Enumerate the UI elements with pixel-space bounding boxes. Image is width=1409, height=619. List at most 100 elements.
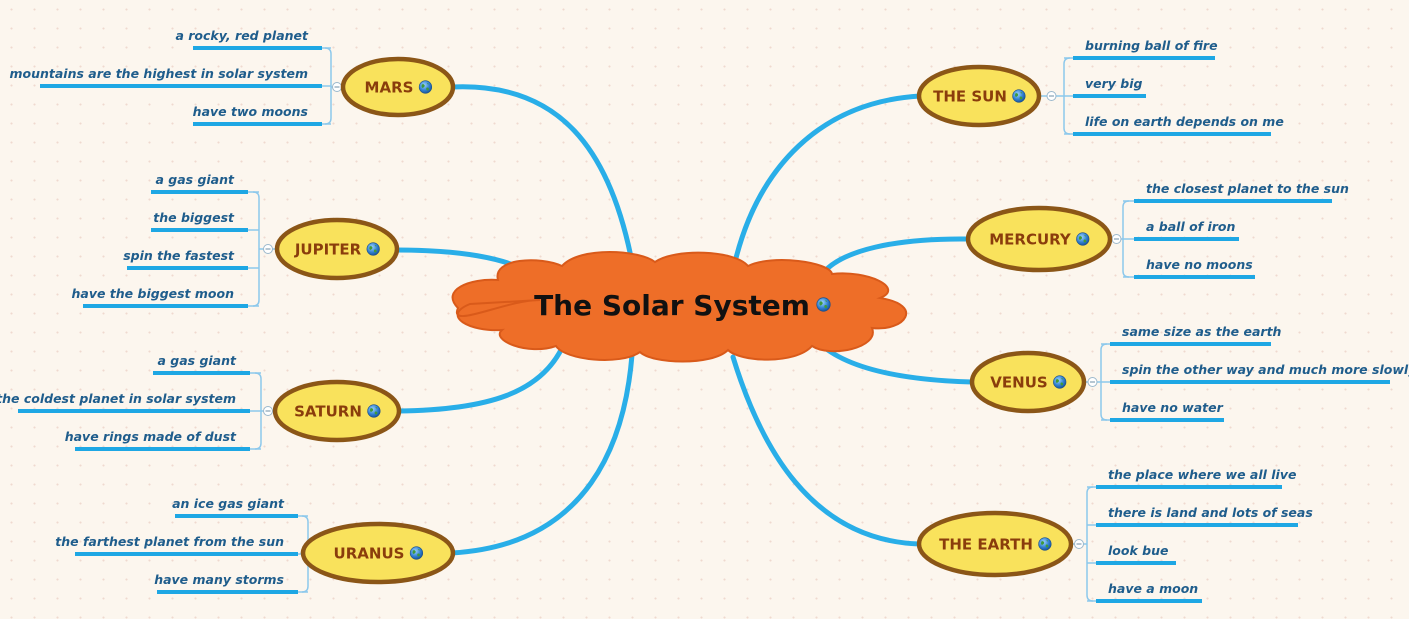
fact-item[interactable]: burning ball of fire <box>1064 38 1218 60</box>
planet-node-saturn[interactable]: SATURN <box>272 379 402 443</box>
fact-item[interactable]: mountains are the highest in solar syste… <box>9 66 331 88</box>
fact-item[interactable]: a rocky, red planet <box>175 28 331 50</box>
fact-underline <box>83 304 248 308</box>
planet-label: MARS <box>365 79 414 97</box>
fact-item[interactable]: spin the other way and much more slowly <box>1101 362 1409 384</box>
planet-label: JUPITER <box>294 241 362 259</box>
fact-item[interactable]: a ball of iron <box>1123 219 1239 241</box>
fact-text: burning ball of fire <box>1085 38 1218 53</box>
planet-node-shape <box>340 56 456 118</box>
fact-text: the coldest planet in solar system <box>0 391 236 406</box>
collapse-toggle-venus[interactable] <box>1087 377 1098 387</box>
fact-underline <box>75 447 250 451</box>
fact-text: spin the other way and much more slowly <box>1122 362 1409 377</box>
facts-mars: a rocky, red planet mountains are the hig… <box>9 28 343 126</box>
fact-item[interactable]: a gas giant <box>151 172 259 194</box>
facts-uranus: an ice gas giant the farthest planet from… <box>55 496 311 594</box>
fact-item[interactable]: same size as the earth <box>1101 324 1282 346</box>
facts-jupiter: a gas giant the biggest spin the fastest ha… <box>72 172 277 308</box>
fact-underline <box>1096 561 1176 565</box>
fact-item[interactable]: spin the fastest <box>123 248 259 270</box>
fact-item[interactable]: the place where we all live <box>1087 467 1296 489</box>
leaves: a rocky, red planet mountains are the hig… <box>0 28 1409 603</box>
fact-item[interactable]: the coldest planet in solar system <box>0 391 261 413</box>
fact-text: have no water <box>1122 400 1224 415</box>
fact-item[interactable]: have rings made of dust <box>65 429 261 451</box>
fact-underline <box>1073 94 1146 98</box>
globe-icon <box>366 242 380 256</box>
fact-text: there is land and lots of seas <box>1108 505 1313 520</box>
fact-underline <box>151 190 248 194</box>
fact-underline <box>1134 275 1255 279</box>
fact-item[interactable]: have no moons <box>1123 257 1255 279</box>
fact-item[interactable]: the farthest planet from the sun <box>55 534 308 556</box>
fact-text: the biggest <box>153 210 235 225</box>
planet-node-uranus[interactable]: URANUS <box>300 521 456 585</box>
planet-label: THE SUN <box>933 88 1007 106</box>
fact-item[interactable]: an ice gas giant <box>172 496 308 518</box>
fact-text: have the biggest moon <box>72 286 235 301</box>
fact-text: have rings made of dust <box>65 429 237 444</box>
fact-text: the closest planet to the sun <box>1146 181 1349 196</box>
collapse-toggle-mercury[interactable] <box>1111 234 1122 244</box>
fact-item[interactable]: have a moon <box>1087 581 1202 603</box>
globe-icon <box>409 546 424 560</box>
planet-node-mars[interactable]: MARS <box>340 56 456 118</box>
fact-text: have a moon <box>1108 581 1198 596</box>
fact-item[interactable]: the biggest <box>151 210 259 232</box>
fact-text: look bue <box>1108 543 1168 558</box>
fact-text: a rocky, red planet <box>175 28 309 43</box>
planet-node-mercury[interactable]: MERCURY <box>965 205 1113 273</box>
fact-text: the farthest planet from the sun <box>55 534 284 549</box>
fact-bracket <box>252 191 260 307</box>
fact-underline <box>1096 523 1298 527</box>
fact-text: an ice gas giant <box>172 496 285 511</box>
collapse-toggle-earth[interactable] <box>1074 539 1084 549</box>
fact-underline <box>1134 237 1239 241</box>
planet-node-earth[interactable]: THE EARTH <box>916 510 1074 578</box>
fact-text: the place where we all live <box>1108 467 1296 482</box>
collapse-toggle-jupiter[interactable] <box>263 244 273 254</box>
facts-earth: the place where we all live there is land… <box>1071 467 1313 603</box>
planet-node-shape <box>965 205 1113 273</box>
collapse-toggle-sun[interactable] <box>1046 91 1057 101</box>
fact-text: a ball of iron <box>1146 219 1236 234</box>
collapse-toggle-mars[interactable] <box>332 82 342 92</box>
fact-text: very big <box>1085 76 1143 91</box>
fact-item[interactable]: the closest planet to the sun <box>1123 181 1349 203</box>
globe-icon <box>1075 232 1090 246</box>
central-cloud-shape <box>451 251 907 363</box>
planet-node-shape <box>274 217 400 281</box>
fact-item[interactable]: have many storms <box>154 572 308 594</box>
fact-item[interactable]: there is land and lots of seas <box>1087 505 1313 527</box>
branch-sun <box>732 93 923 265</box>
branch-earth <box>730 354 922 547</box>
fact-item[interactable]: have no water <box>1101 400 1224 422</box>
fact-underline <box>193 122 322 126</box>
planet-label: URANUS <box>334 545 405 563</box>
fact-item[interactable]: very big <box>1064 76 1146 98</box>
planet-node-sun[interactable]: THE SUN <box>916 64 1042 128</box>
planet-nodes: MARS JUPITER SATURN URANUS THE SUN MERCURY VEN… <box>272 56 1113 585</box>
fact-underline <box>153 371 250 375</box>
planet-node-jupiter[interactable]: JUPITER <box>274 217 400 281</box>
facts-mercury: the closest planet to the sun a ball of i… <box>1110 181 1349 279</box>
branches <box>393 84 975 556</box>
fact-underline <box>1073 132 1271 136</box>
collapse-toggle-saturn[interactable] <box>263 406 273 416</box>
fact-item[interactable]: look bue <box>1087 543 1176 565</box>
fact-item[interactable]: a gas giant <box>153 353 261 375</box>
fact-underline <box>175 514 298 518</box>
planet-node-shape <box>272 379 402 443</box>
planet-node-venus[interactable]: VENUS <box>969 350 1087 414</box>
fact-underline <box>1110 418 1224 422</box>
fact-item[interactable]: have two moons <box>193 104 331 126</box>
fact-item[interactable]: life on earth depends on me <box>1064 114 1284 136</box>
fact-bracket <box>1086 486 1094 602</box>
fact-underline <box>18 409 250 413</box>
fact-item[interactable]: have the biggest moon <box>72 286 260 308</box>
central-topic[interactable]: The Solar System <box>451 251 907 363</box>
globe-icon <box>367 404 381 418</box>
